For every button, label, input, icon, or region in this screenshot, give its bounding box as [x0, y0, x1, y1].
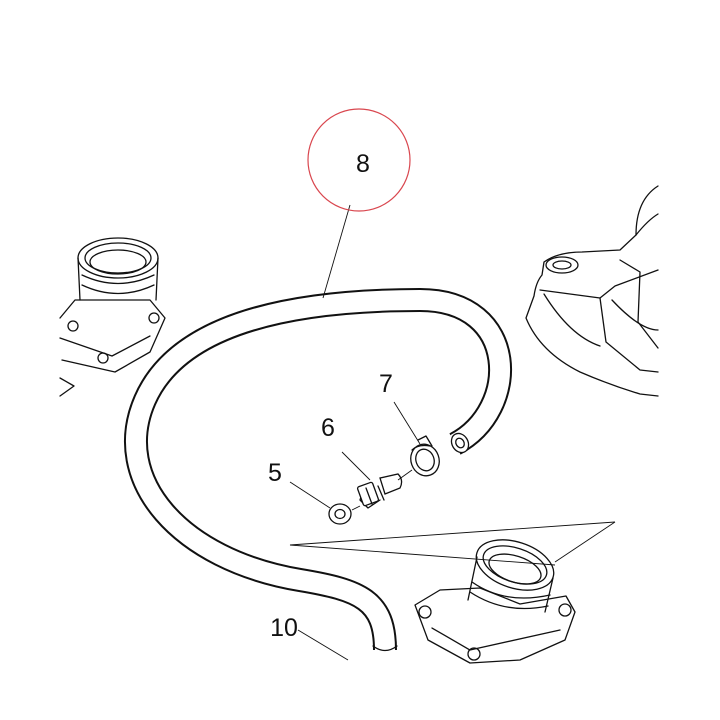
right-airbox-housing — [525, 185, 659, 397]
callout-8: 8 — [356, 150, 370, 178]
callout-7: 7 — [379, 370, 393, 398]
callout-10: 10 — [270, 614, 298, 642]
callout-6: 6 — [321, 414, 335, 442]
washer — [328, 503, 352, 525]
callout-5: 5 — [268, 459, 282, 487]
left-intake-manifold — [59, 237, 166, 397]
leader-lines — [289, 204, 616, 661]
right-intake-manifold — [414, 539, 576, 664]
highlight-circle — [307, 108, 411, 212]
hose-clip — [410, 435, 440, 477]
assembly-axis-line — [351, 469, 413, 511]
hose-fitting — [356, 473, 403, 509]
vacuum-hose — [124, 287, 512, 652]
hose-inner-wall — [126, 289, 510, 651]
